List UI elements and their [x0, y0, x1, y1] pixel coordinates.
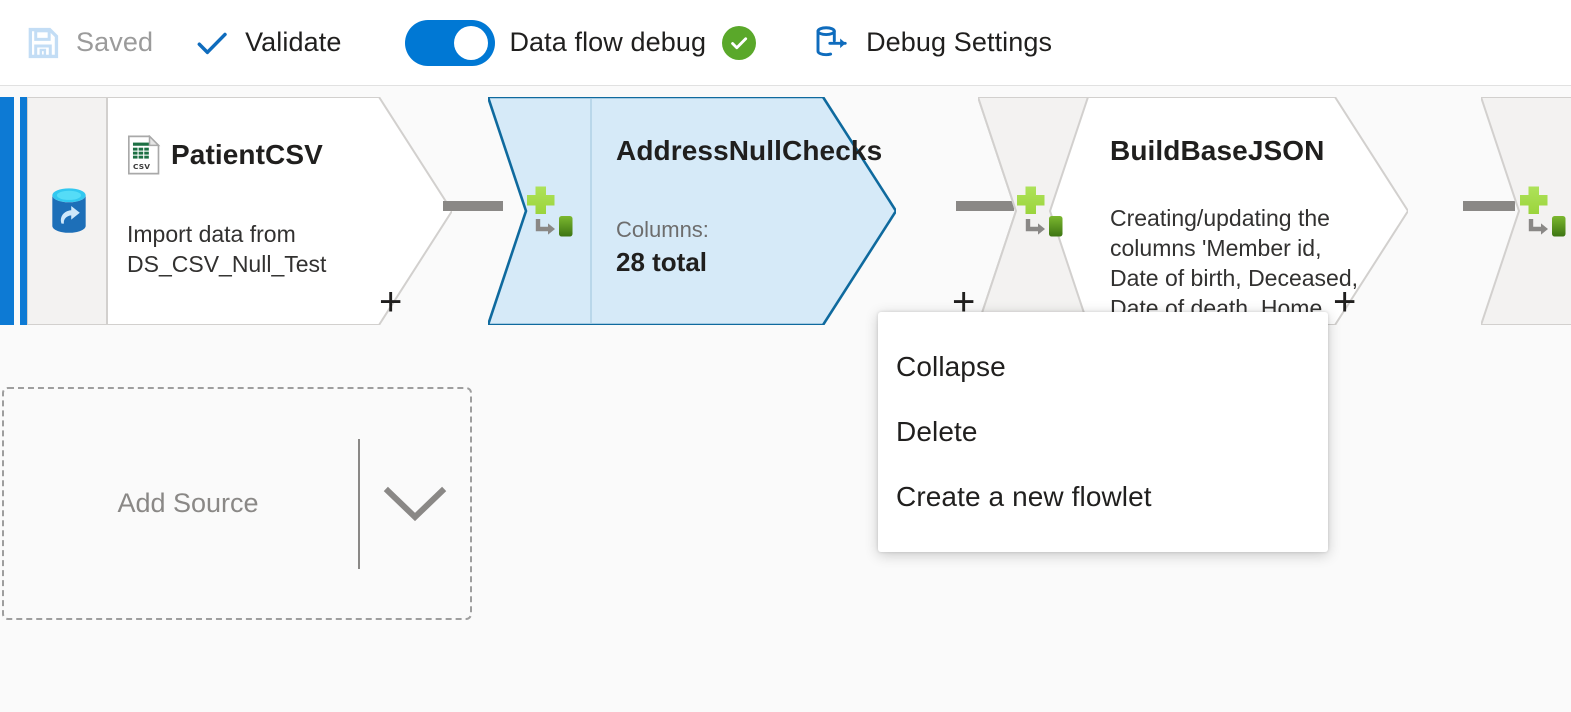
debug-settings-label: Debug Settings [866, 27, 1053, 57]
save-label: Saved [76, 27, 154, 57]
node-buildbasejson[interactable]: BuildBaseJSON Creating/updating the colu… [978, 97, 1408, 351]
node-description: Import data from DS_CSV_Null_Test [127, 221, 327, 277]
node-addressnullchecks[interactable]: AddressNullChecks Columns: 28 total [488, 97, 896, 325]
node-title-text: AddressNullChecks [616, 135, 883, 166]
add-source-button[interactable]: Add Source [2, 387, 472, 620]
save-button[interactable]: Saved [18, 15, 159, 71]
derived-column-icon [1014, 185, 1072, 247]
stream-rail-primary [0, 97, 14, 325]
validate-label: Validate [245, 27, 342, 57]
validate-button[interactable]: Validate [187, 15, 347, 71]
save-icon [24, 24, 62, 62]
context-menu[interactable]: Collapse Delete Create a new flowlet [878, 312, 1328, 552]
chevron-down-icon[interactable] [360, 483, 470, 525]
add-next-step-button[interactable]: + [1333, 280, 1357, 324]
node-stat-value: 28 total [616, 247, 708, 277]
node-partial-right[interactable] [1481, 97, 1571, 325]
node-title-text: BuildBaseJSON [1110, 135, 1325, 166]
green-check-circle-icon [722, 25, 757, 60]
debug-settings-button[interactable]: Debug Settings [806, 15, 1058, 71]
toolbar: Saved Validate Data flow debug [0, 0, 1571, 86]
node-title: AddressNullChecks [616, 135, 882, 167]
derived-column-icon [524, 185, 582, 247]
flow-canvas[interactable]: CSV PatientCSV Import data from DS_CSV_N… [0, 86, 1571, 712]
stream-rail [0, 97, 27, 325]
node-stat-label: Columns: [616, 217, 709, 242]
svg-text:CSV: CSV [133, 162, 150, 171]
database-export-icon [812, 23, 852, 63]
derived-column-icon [1517, 185, 1571, 247]
connector-line [1463, 201, 1515, 211]
checkmark-icon [193, 24, 231, 62]
connector-line [956, 201, 1014, 211]
node-title: BuildBaseJSON [1110, 135, 1375, 167]
connector-line [443, 201, 503, 211]
context-menu-item-collapse[interactable]: Collapse [896, 350, 1006, 382]
csv-file-icon: CSV [127, 134, 161, 175]
node-title: CSV PatientCSV [127, 134, 417, 175]
source-database-icon [45, 185, 93, 244]
node-title-text: PatientCSV [171, 139, 323, 170]
add-next-step-button[interactable]: + [379, 280, 403, 324]
add-source-label: Add Source [117, 488, 259, 518]
data-flow-debug-group: Data flow debug [375, 15, 762, 71]
toggle-knob [454, 25, 489, 60]
data-flow-debug-label: Data flow debug [509, 27, 707, 57]
divider [358, 438, 360, 569]
node-patientcsv[interactable]: CSV PatientCSV Import data from DS_CSV_N… [27, 97, 452, 325]
context-menu-item-create-flowlet[interactable]: Create a new flowlet [896, 480, 1152, 512]
context-menu-item-delete[interactable]: Delete [896, 415, 978, 447]
stream-rail-secondary [20, 97, 27, 325]
data-flow-debug-toggle[interactable] [405, 19, 496, 66]
